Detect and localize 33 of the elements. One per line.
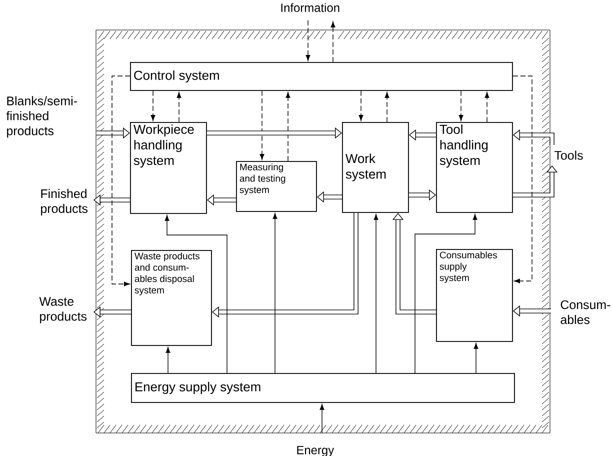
dashed-arrow xyxy=(176,92,182,122)
dashed-arrow xyxy=(512,76,532,284)
dashed-arrow xyxy=(358,90,364,121)
system-box: Control system xyxy=(130,62,513,91)
system-box: Work system xyxy=(342,122,409,213)
flow-label: Waste products xyxy=(39,297,87,324)
dashed-arrow xyxy=(286,92,290,162)
dashed-arrow xyxy=(484,92,490,122)
system-box: Workpiece handling system xyxy=(130,122,207,214)
arrow xyxy=(272,213,278,374)
dashed-arrow xyxy=(330,22,336,62)
dashed-arrow xyxy=(458,90,464,121)
dashed-arrow xyxy=(150,90,156,121)
arrow xyxy=(414,214,478,374)
arrow xyxy=(374,214,378,374)
arrow xyxy=(166,347,170,374)
dashed-arrow xyxy=(384,92,390,122)
system-box: Waste products and consum-ables disposal system xyxy=(131,250,212,346)
dashed-arrow xyxy=(260,90,264,160)
flow-label: Finished products xyxy=(41,188,88,216)
system-box: Measuring and testing system xyxy=(236,161,317,212)
arrow xyxy=(164,215,228,374)
system-box: Tool handling system xyxy=(436,122,513,213)
flow-label: Blanks/semi-finished products xyxy=(6,96,77,138)
flow-label: Tools xyxy=(554,150,583,160)
dashed-arrow xyxy=(112,76,130,286)
flow-label: Consum-ables xyxy=(560,300,610,324)
dashed-arrow xyxy=(306,20,310,61)
flow-label: Information xyxy=(281,3,340,12)
arrow xyxy=(474,343,478,374)
arrow xyxy=(320,404,324,434)
system-box: Consumables supply system xyxy=(436,249,513,342)
system-box: Energy supply system xyxy=(131,373,515,403)
